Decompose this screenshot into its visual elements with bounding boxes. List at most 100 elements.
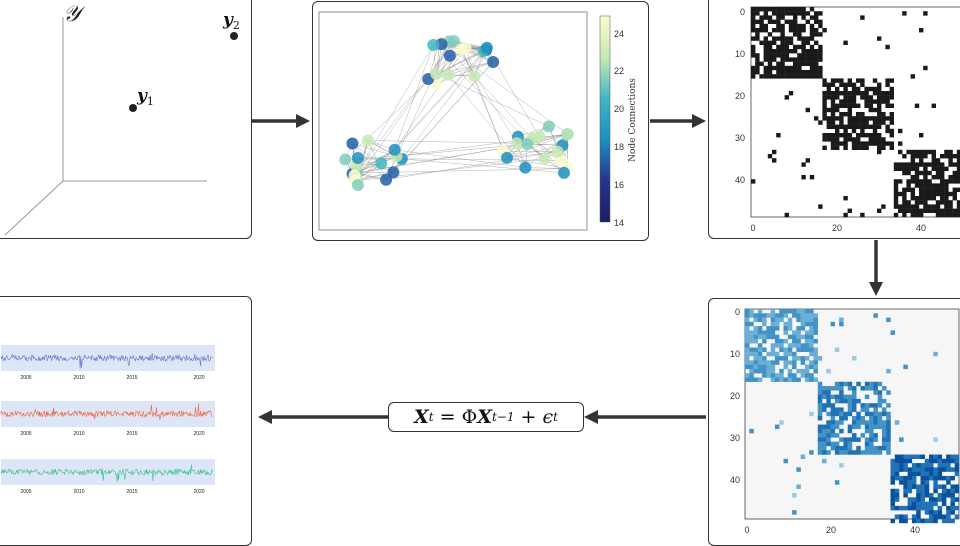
matrix-cell [785,66,789,70]
matrix-cell [877,125,881,129]
matrix-cell [864,146,868,150]
matrix-cell [831,412,835,416]
matrix-cell [839,120,843,124]
matrix-cell [818,11,822,15]
matrix-cell [891,497,895,501]
matrix-cell [789,7,793,11]
matrix-cell [950,506,954,510]
matrix-cell [801,369,805,373]
matrix-cell [776,36,780,40]
matrix-cell [818,416,822,420]
matrix-cell [877,108,881,112]
matrix-cell [955,489,959,493]
matrix-cell [797,74,801,78]
matrix-cell [953,154,957,158]
matrix-cell [792,373,796,377]
graph-node [481,42,493,54]
matrix-cell [933,480,937,484]
graph-node [387,166,399,178]
matrix-cell [768,32,772,36]
matrix-cell [789,49,793,53]
matrix-cell [927,209,931,213]
matrix-cell [835,425,839,429]
matrix-cell [869,87,873,91]
matrix-cell [953,209,957,213]
matrix-cell [886,425,890,429]
matrix-cell [864,120,868,124]
matrix-cell [809,335,813,339]
series-x-tick: 2010 [73,431,84,437]
matrix-cell [944,183,948,187]
matrix-cell [776,24,780,28]
matrix-cell [864,104,868,108]
matrix-cell [792,493,796,497]
matrix-cell [946,493,950,497]
matrix-cell [873,91,877,95]
matrix-cell [916,463,920,467]
matrix-cell [784,360,788,364]
matrix-cell [912,502,916,506]
matrix-cell [818,32,822,36]
matrix-cell [805,339,809,343]
matrix-cell [822,28,826,32]
matrix-cell [754,356,758,360]
matrix-cell [873,141,877,145]
matrix-cell [920,455,924,459]
var-y-tick: 30 [730,433,740,443]
matrix-cell [809,339,813,343]
matrix-cell [755,57,759,61]
eq-lhs-sub: t [429,410,434,424]
matrix-cell [852,416,856,420]
matrix-cell [898,129,902,133]
graph-edge [395,48,466,150]
matrix-cell [843,146,847,150]
matrix-cell [927,192,931,196]
matrix-cell [861,420,865,424]
matrix-cell [749,348,753,352]
matrix-cell [950,510,954,514]
matrix-cell [948,200,952,204]
matrix-cell [864,141,868,145]
matrix-cell [839,450,843,454]
matrix-cell [919,196,923,200]
matrix-cell [805,335,809,339]
matrix-cell [890,120,894,124]
matrix-cell [839,382,843,386]
matrix-cell [772,66,776,70]
matrix-cell [776,49,780,53]
matrix-cell [925,493,929,497]
matrix-cell [762,369,766,373]
latent-point-1-label: y1 [136,86,154,108]
matrix-cell [758,330,762,334]
matrix-cell [745,339,749,343]
matrix-cell [938,459,942,463]
matrix-cell [796,313,800,317]
matrix-cell [916,489,920,493]
matrix-cell [826,386,830,390]
matrix-cell [818,66,822,70]
matrix-cell [771,348,775,352]
matrix-cell [822,433,826,437]
adj-x-tick: 20 [832,223,842,233]
matrix-cell [873,425,877,429]
matrix-cell [822,83,826,87]
matrix-cell [759,28,763,32]
matrix-cell [818,24,822,28]
matrix-cell [940,209,944,213]
matrix-cell [852,450,856,454]
matrix-cell [755,70,759,74]
matrix-cell [865,420,869,424]
matrix-cell [801,335,805,339]
matrix-cell [942,502,946,506]
matrix-cell [864,95,868,99]
matrix-cell [881,120,885,124]
matrix-cell [818,120,822,124]
matrix-cell [745,309,749,313]
matrix-cell [749,335,753,339]
matrix-cell [927,188,931,192]
matrix-cell [801,322,805,326]
matrix-cell [810,15,814,19]
matrix-cell [793,28,797,32]
matrix-cell [754,348,758,352]
graph-node [534,131,546,143]
